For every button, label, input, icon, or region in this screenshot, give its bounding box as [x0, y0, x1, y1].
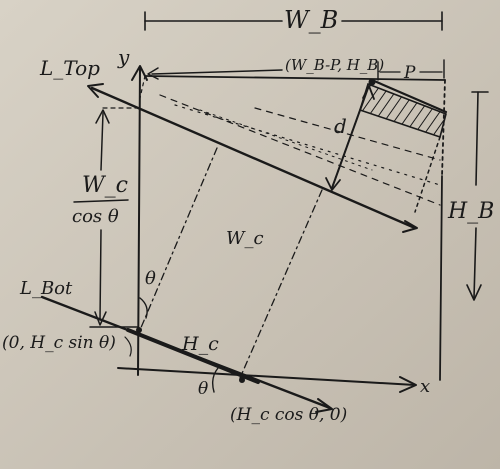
- label-point-left: (0, H_c sin θ): [2, 333, 116, 353]
- label-point-top: (W_B-P, H_B): [285, 56, 384, 74]
- wb-dimension: [144, 11, 443, 31]
- label-wc-mid: W_c: [226, 228, 264, 249]
- label-l-bot: L_Bot: [19, 278, 73, 299]
- label-y-axis: y: [117, 45, 130, 69]
- l-bot-line: [40, 295, 333, 413]
- label-hb: H_B: [447, 199, 494, 224]
- left-intercept-point: [136, 327, 142, 333]
- label-point-bottom: (H_c cos θ, 0): [230, 405, 347, 425]
- guide-lines: [102, 94, 441, 379]
- label-l-top: L_Top: [39, 56, 100, 80]
- label-theta-upper: θ: [145, 268, 156, 289]
- top-point-arrow: [147, 67, 283, 80]
- label-hc: H_c: [181, 333, 219, 355]
- top-corner-point: [368, 78, 376, 86]
- p-dimension: [377, 59, 445, 81]
- label-theta-lower: θ: [198, 379, 208, 399]
- hb-dimension: [466, 91, 489, 301]
- wc-cos-dimension: [73, 109, 139, 328]
- label-wb-top: W_B: [284, 6, 338, 34]
- x-axis: [117, 367, 417, 393]
- l-top-line: [87, 83, 418, 233]
- label-d: d: [334, 114, 347, 138]
- angle-arcs: [124, 297, 219, 393]
- label-cos-under: cos θ: [72, 206, 119, 227]
- d-dimension: [325, 85, 375, 191]
- label-wc-over: W_c: [82, 173, 128, 198]
- label-p: P: [403, 63, 416, 83]
- label-x-axis: x: [420, 376, 430, 397]
- bottom-intercept-point: [239, 377, 245, 383]
- bin-outline: [139, 75, 446, 381]
